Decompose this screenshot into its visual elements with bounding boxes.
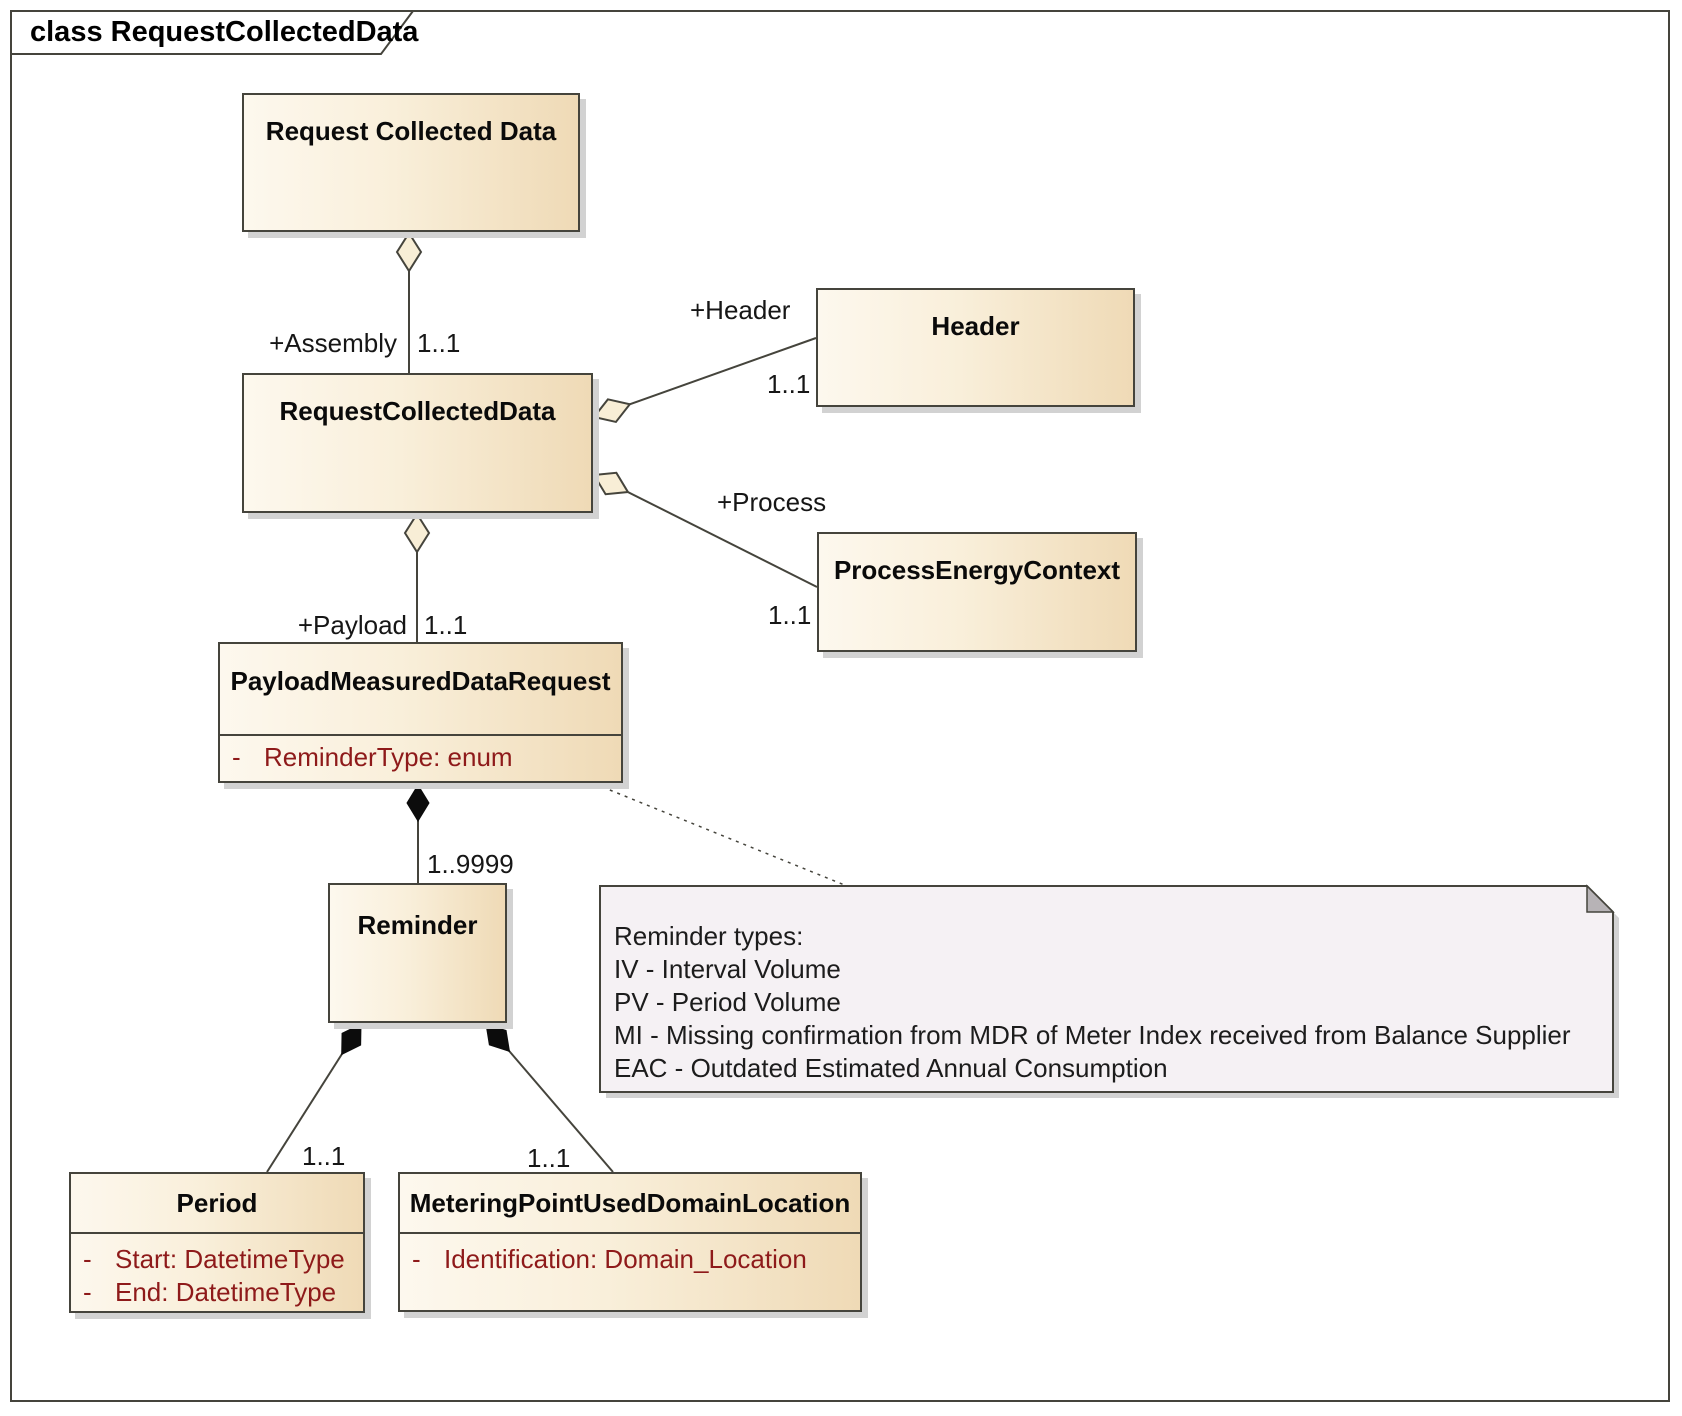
role-label-header: +Header xyxy=(690,295,791,325)
role-label-process: +Process xyxy=(717,487,827,517)
class-request-collected-data: RequestCollectedData xyxy=(242,373,593,513)
class-payload-measured-data-request: PayloadMeasuredDataRequest -ReminderType… xyxy=(218,642,623,783)
class-reminder: Reminder xyxy=(328,883,507,1023)
note-line: Reminder types: xyxy=(614,921,804,951)
visibility-marker: - xyxy=(83,1244,92,1274)
visibility-marker: - xyxy=(232,742,241,772)
class-name: Reminder xyxy=(357,910,478,940)
class-metering-point-used-domain-location: MeteringPointUsedDomainLocation -Identif… xyxy=(398,1172,862,1312)
note-line: IV - Interval Volume xyxy=(614,954,841,984)
multiplicity-label-header: 1..1 xyxy=(767,369,811,399)
note-line: EAC - Outdated Estimated Annual Consumpt… xyxy=(614,1053,1168,1083)
multiplicity-label-payload: 1..1 xyxy=(424,610,468,640)
class-name: Period xyxy=(71,1174,363,1234)
class-header: Header xyxy=(816,288,1135,407)
class-name: PayloadMeasuredDataRequest xyxy=(220,644,621,736)
class-name: MeteringPointUsedDomainLocation xyxy=(400,1174,860,1234)
attribute-text: End: DatetimeType xyxy=(115,1277,337,1307)
frame-title: class RequestCollectedData xyxy=(30,16,419,48)
role-label-payload: +Payload xyxy=(297,610,407,640)
role-label-assembly: +Assembly xyxy=(269,328,397,358)
class-period: Period -Start: DatetimeType -End: Dateti… xyxy=(69,1172,365,1313)
attribute-row: -Start: DatetimeType xyxy=(71,1243,363,1276)
attribute-row: -ReminderType: enum xyxy=(220,741,621,774)
multiplicity-label-assembly: 1..1 xyxy=(417,328,461,358)
class-name: Header xyxy=(931,311,1020,341)
note-line: MI - Missing confirmation from MDR of Me… xyxy=(614,1020,1571,1050)
attribute-row: -End: DatetimeType xyxy=(71,1276,363,1309)
visibility-marker: - xyxy=(412,1244,421,1274)
multiplicity-label-process: 1..1 xyxy=(768,600,812,630)
class-request-collected-data-assembly: Request Collected Data xyxy=(242,93,580,232)
multiplicity-label-period: 1..1 xyxy=(302,1141,346,1171)
class-name: RequestCollectedData xyxy=(279,396,556,426)
class-name: Request Collected Data xyxy=(265,116,557,146)
class-process-energy-context: ProcessEnergyContext xyxy=(817,532,1137,652)
multiplicity-label-metering-point: 1..1 xyxy=(527,1143,571,1173)
attribute-row: -Identification: Domain_Location xyxy=(400,1243,860,1276)
attribute-text: Start: DatetimeType xyxy=(115,1244,345,1274)
note-line: PV - Period Volume xyxy=(614,987,841,1017)
note-content: Reminder types: IV - Interval Volume PV … xyxy=(614,920,1571,1085)
attribute-text: Identification: Domain_Location xyxy=(444,1244,807,1274)
class-name: ProcessEnergyContext xyxy=(833,555,1121,585)
diagram-frame xyxy=(10,10,1670,1402)
multiplicity-label-reminder: 1..9999 xyxy=(427,849,514,879)
visibility-marker: - xyxy=(83,1277,92,1307)
attribute-text: ReminderType: enum xyxy=(264,742,513,772)
